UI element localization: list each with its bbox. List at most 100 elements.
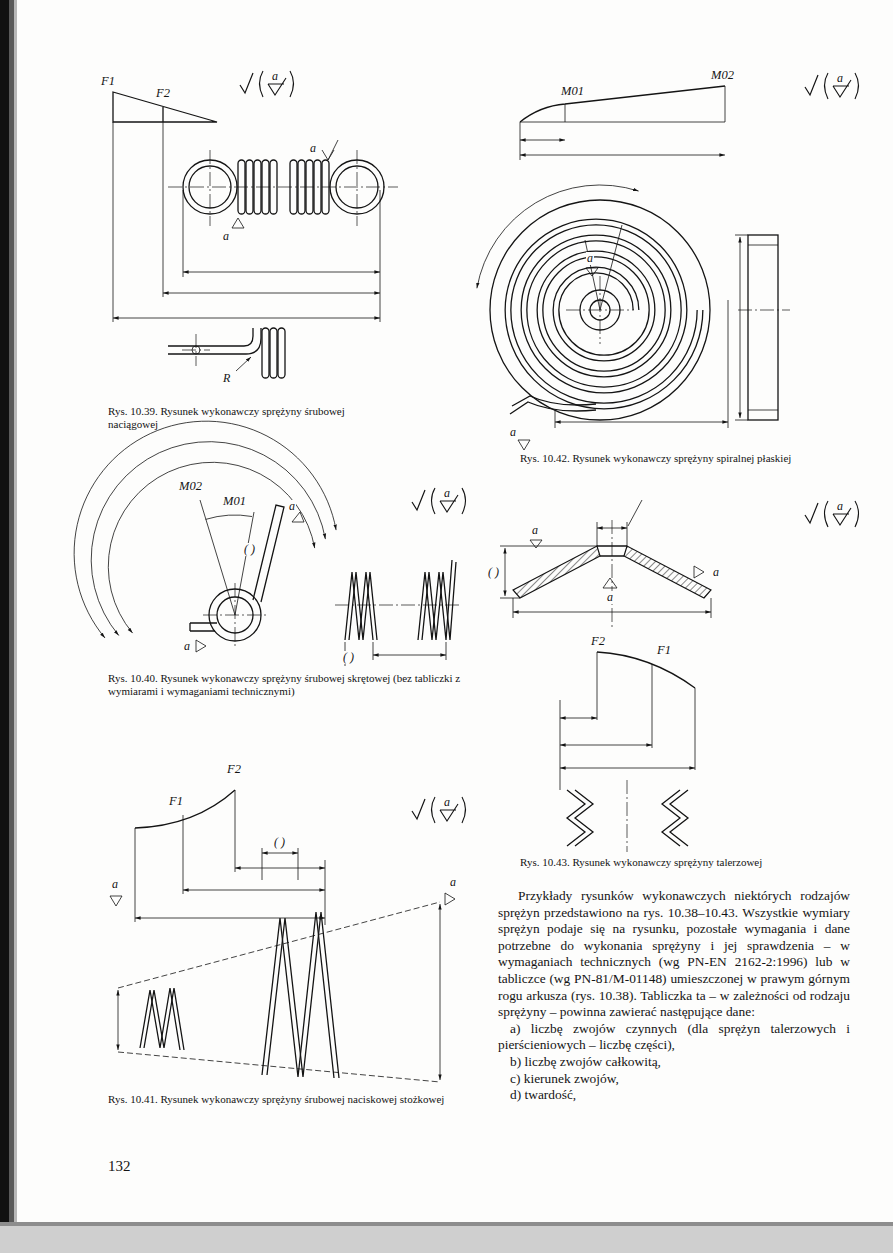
disc-spring-drawing-part [694, 566, 704, 578]
roughness-value: a [271, 70, 279, 83]
figure-caption: Rys. 10.40. Rysunek wykonawczy sprężyny … [108, 672, 463, 698]
conical-compression-spring-drawing-part [235, 868, 325, 869]
flat-spiral-spring-drawing-part [510, 396, 596, 414]
extension-spring-drawing-part [182, 334, 210, 366]
body-text: Przykłady rysunków wykonawczych niektóry… [498, 888, 850, 1104]
list-item: d) twardość, [498, 1087, 850, 1104]
disc-spring-drawing-part [597, 528, 627, 529]
conical-compression-spring-drawing-part [262, 853, 298, 854]
roughness-value: a [712, 566, 720, 579]
flat-spiral-spring-drawing-part [555, 422, 728, 423]
moment-label: M02 [178, 480, 203, 493]
figure-caption: Rys. 10.42. Rysunek wykonawczy sprężyny … [520, 452, 850, 465]
disc-spring-drawing-part [628, 500, 642, 526]
force-label: F2 [226, 763, 242, 776]
torsion-spring-drawing-part [349, 572, 377, 640]
figure-caption: Rys. 10.43. Rysunek wykonawczy sprężyny … [520, 856, 840, 869]
flat-spiral-spring-drawing-part [508, 222, 700, 406]
roughness-value: a [836, 72, 844, 85]
dimension-placeholder: ( ) [243, 543, 256, 556]
moment-label: M01 [560, 85, 585, 98]
flat-spiral-spring-drawing-part [508, 222, 700, 406]
conical-compression-spring-drawing-part [110, 896, 122, 906]
roughness-value: a [531, 524, 539, 537]
disc-spring-drawing-part [513, 612, 711, 613]
flat-spiral-spring-drawing-part [490, 200, 710, 420]
roughness-value: a [586, 252, 594, 265]
roughness-value: a [183, 640, 191, 653]
flat-spiral-spring-drawing-part [805, 73, 859, 99]
disc-spring-drawing-part [560, 652, 695, 790]
flat-spiral-spring-drawing-part [477, 185, 639, 288]
page-number: 132 [108, 1158, 131, 1175]
torsion-spring-drawing-part [422, 562, 456, 640]
extension-spring-drawing-part [168, 150, 398, 226]
list-item: c) kierunek zwojów, [498, 1071, 850, 1088]
extension-spring-drawing [113, 71, 398, 378]
conical-compression-spring-drawing-part [412, 797, 466, 823]
moment-label: M01 [222, 495, 247, 508]
flat-spiral-spring-drawing-part [555, 300, 728, 428]
force-label: F1 [168, 795, 184, 808]
scan-edge-part [0, 0, 9, 1253]
extension-spring-drawing-part [262, 328, 269, 378]
roughness-value: a [443, 796, 451, 809]
force-label: F1 [100, 75, 116, 88]
torsion-spring-drawing-part [196, 640, 206, 652]
disc-spring-drawing-part [597, 522, 627, 546]
flat-spiral-spring-drawing-part [586, 268, 598, 276]
roughness-value: a [443, 487, 451, 500]
flat-spiral-spring-drawing [477, 73, 859, 450]
conical-compression-spring-drawing-part [118, 990, 119, 1050]
force-label: F2 [590, 635, 606, 648]
disc-spring-drawing-part [500, 546, 597, 598]
disc-spring-drawing-part [624, 546, 711, 598]
roughness-value: a [449, 876, 457, 889]
conical-compression-spring-drawing [110, 790, 466, 1082]
disc-spring-drawing-part [530, 540, 542, 548]
moment-label: M02 [710, 69, 735, 82]
torsion-spring-drawing-part [373, 655, 446, 656]
extension-spring-drawing-part [240, 71, 294, 97]
roughness-value: a [836, 500, 844, 513]
figure-caption: Rys. 10.39. Rysunek wykonawczy sprężyny … [108, 405, 358, 431]
flat-spiral-spring-drawing-part [748, 235, 778, 420]
roughness-value: a [222, 230, 230, 243]
conical-compression-spring-drawing-part [140, 988, 180, 1050]
roughness-value: a [309, 142, 317, 155]
disc-spring-drawing-part [560, 718, 597, 719]
torsion-spring-drawing-part [292, 512, 304, 522]
disc-spring-drawing-part [560, 768, 695, 769]
conical-compression-spring-drawing-part [118, 902, 440, 1082]
roughness-value: a [509, 426, 517, 439]
torsion-spring-drawing [74, 421, 465, 666]
conical-compression-spring-drawing-part [445, 893, 455, 905]
flat-spiral-spring-drawing-part [735, 235, 748, 420]
torsion-spring-drawing-part [91, 442, 325, 636]
roughness-value: a [606, 591, 614, 604]
extension-spring-drawing-part [168, 328, 261, 354]
conical-compression-spring-drawing-part [144, 988, 184, 1050]
disc-spring-drawing-part [603, 578, 617, 588]
figure-caption: Rys. 10.41. Rysunek wykonawczy sprężyny … [108, 1093, 458, 1106]
disc-spring-drawing-part [627, 780, 628, 852]
disc-spring-drawing [500, 500, 859, 852]
disc-spring-drawing-part [612, 520, 613, 630]
dimension-placeholder: ( ) [487, 566, 500, 579]
torsion-spring-drawing-part [345, 642, 446, 666]
conical-compression-spring-drawing-part [135, 790, 325, 925]
extension-spring-drawing-part [322, 140, 338, 160]
torsion-spring-drawing-part [200, 500, 254, 615]
extension-spring-drawing-part [183, 272, 380, 273]
flat-spiral-spring-drawing-part [740, 237, 741, 418]
flat-spiral-spring-drawing-part [520, 140, 565, 141]
roughness-value: a [288, 500, 296, 513]
torsion-spring-drawing-part [74, 421, 336, 638]
scan-edge-part [9, 0, 14, 1253]
disc-spring-drawing-part [560, 745, 652, 746]
flat-spiral-spring-drawing-part [520, 86, 725, 122]
body-paragraph: Przykłady rysunków wykonawczych niektóry… [498, 888, 850, 1021]
radius-label: R [222, 372, 231, 385]
disc-spring-drawing-part [575, 790, 593, 846]
